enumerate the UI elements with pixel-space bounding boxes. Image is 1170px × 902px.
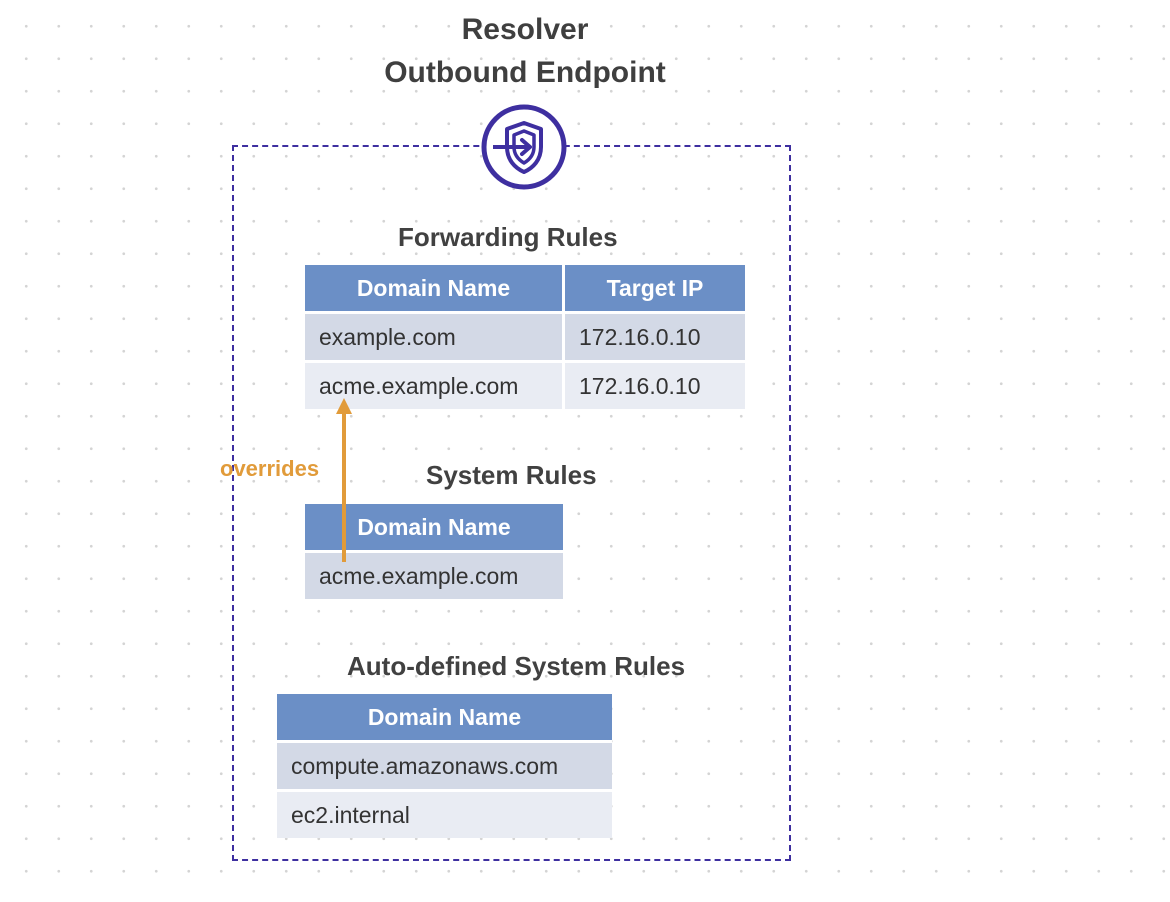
table-row: acme.example.com [305,553,563,599]
table-row: ec2.internal [277,792,612,838]
column-header-domain-name: Domain Name [277,694,612,743]
table-row: example.com 172.16.0.10 [305,314,745,363]
domain-name-cell: acme.example.com [305,363,565,409]
domain-name-cell: compute.amazonaws.com [277,743,612,792]
table-row: compute.amazonaws.com [277,743,612,792]
table-row: acme.example.com 172.16.0.10 [305,363,745,409]
overrides-label: overrides [220,456,320,481]
overrides-arrow [336,398,352,562]
domain-name-cell: ec2.internal [277,792,612,838]
auto-defined-rules-table: Domain Name compute.amazonaws.com ec2.in… [277,694,612,838]
domain-name-cell: acme.example.com [305,553,563,599]
forwarding-rules-title: Forwarding Rules [398,222,618,252]
domain-name-cell: example.com [305,314,565,363]
table-header-row: Domain Name [277,694,612,743]
resolver-endpoint-shield-icon [481,104,567,190]
system-rules-table: Domain Name acme.example.com [305,504,563,599]
column-header-target-ip: Target IP [565,265,745,314]
auto-defined-rules-title: Auto-defined System Rules [347,651,686,681]
system-rules-title: System Rules [426,460,597,490]
table-header-row: Domain Name [305,504,563,553]
endpoint-title: Resolver Outbound Endpoint [325,8,725,94]
endpoint-title-line2: Outbound Endpoint [384,56,666,89]
target-ip-cell: 172.16.0.10 [565,363,745,409]
forwarding-rules-table: Domain Name Target IP example.com 172.16… [305,265,745,409]
table-header-row: Domain Name Target IP [305,265,745,314]
column-header-domain-name: Domain Name [305,504,563,553]
endpoint-title-line1: Resolver [461,13,589,46]
target-ip-cell: 172.16.0.10 [565,314,745,363]
column-header-domain-name: Domain Name [305,265,565,314]
